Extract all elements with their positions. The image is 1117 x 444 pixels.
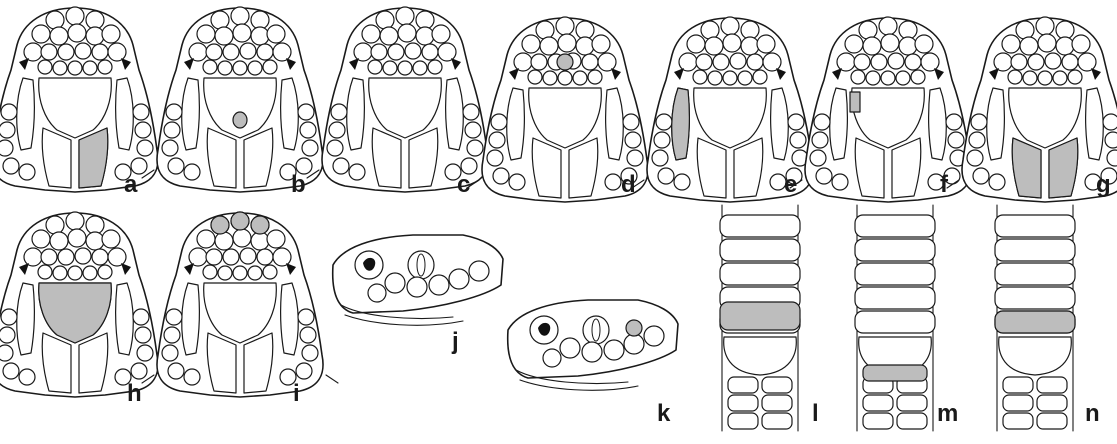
panel-l-drawing xyxy=(720,205,800,431)
panel-k-drawing xyxy=(508,300,678,390)
panel-label-m: m xyxy=(937,402,958,426)
panel-i-drawing xyxy=(142,212,338,397)
panel-label-e: e xyxy=(784,173,797,197)
panel-c-drawing xyxy=(307,7,503,192)
panel-n-drawing xyxy=(995,205,1075,431)
panel-label-k: k xyxy=(657,402,670,426)
panel-f-drawing xyxy=(790,17,986,202)
panel-label-b: b xyxy=(291,173,306,197)
panel-label-j: j xyxy=(452,330,459,354)
panel-a-drawing xyxy=(0,7,173,192)
panel-j-drawing xyxy=(333,235,503,325)
panel-label-l: l xyxy=(812,402,819,426)
panel-m-drawing xyxy=(855,205,935,431)
panel-label-h: h xyxy=(127,382,142,406)
panel-label-a: a xyxy=(124,173,137,197)
panel-label-i: i xyxy=(293,382,300,406)
panel-label-g: g xyxy=(1096,173,1111,197)
panel-label-f: f xyxy=(940,173,948,197)
panel-b-drawing xyxy=(142,7,338,192)
panel-label-n: n xyxy=(1085,402,1100,426)
panel-label-d: d xyxy=(621,173,636,197)
panel-label-c: c xyxy=(457,173,470,197)
panel-g-drawing xyxy=(947,17,1117,202)
panel-e-drawing xyxy=(632,17,828,202)
panel-h-drawing xyxy=(0,212,173,397)
